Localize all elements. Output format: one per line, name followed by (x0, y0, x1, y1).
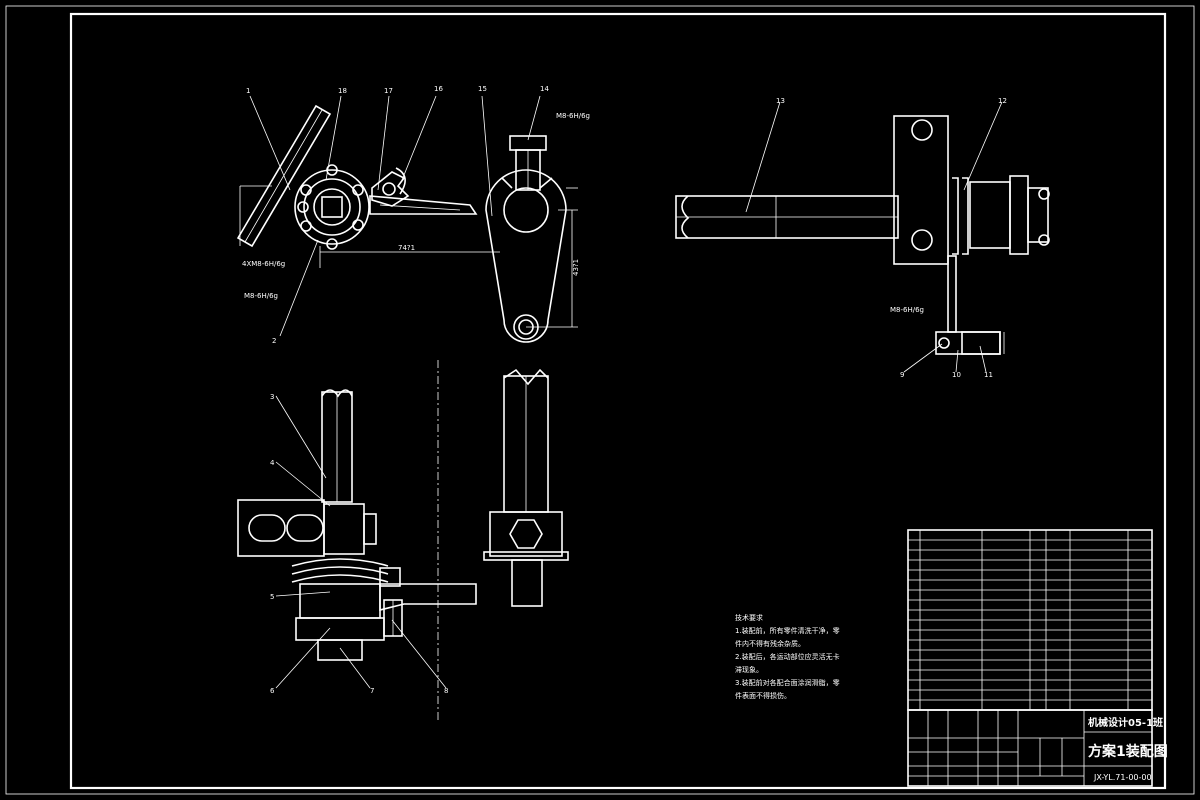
callout-11: 11 (984, 371, 993, 379)
note-1: 1.装配前，所有零件清洗干净，零件内不得有残余杂质。 (735, 627, 840, 648)
title-drawing-no: JX-YL.71-00-00 (1093, 773, 1152, 782)
note-2: 2.装配后，各运动部位应灵活无卡滞现象。 (735, 653, 840, 674)
clamp-block (893, 115, 949, 265)
view-bottom-left (237, 389, 477, 661)
view-crank (485, 135, 578, 343)
leader-lines (249, 95, 1003, 689)
callout-14: 14 (540, 85, 549, 93)
title-drawing-name: 方案1装配图 (1088, 743, 1168, 760)
callout-10: 10 (952, 371, 961, 379)
torsion-spring (291, 558, 389, 583)
crank-arm (485, 169, 567, 343)
bolt-head (509, 135, 547, 151)
callout-17: 17 (384, 87, 393, 95)
callout-3: 3 (270, 393, 274, 401)
title-block: 机械设计05-1班 方案1装配图 JX-YL.71-00-00 (907, 709, 1168, 787)
callout-18: 18 (338, 87, 347, 95)
dim-4xm8: 4XM8-6H/6g (242, 260, 285, 268)
view-right (675, 115, 1050, 355)
dim-m8-top: M8-6H/6g (556, 112, 590, 120)
drum (299, 583, 381, 619)
dim-m8-right: M8-6H/6g (890, 306, 924, 314)
title-course: 机械设计05-1班 (1088, 716, 1163, 729)
hex-nut (509, 519, 543, 549)
callout-16: 16 (434, 85, 443, 93)
tilted-plate (236, 104, 332, 248)
hub (294, 169, 370, 245)
view-hex-shaft (483, 368, 569, 607)
dim-43: 43?1 (572, 259, 580, 276)
callout-2: 2 (272, 337, 276, 345)
callout-1: 1 (246, 87, 250, 95)
bearing-housing (969, 181, 1011, 249)
dim-m8-left: M8-6H/6g (244, 292, 278, 300)
callout-13: 13 (776, 97, 785, 105)
callout-15: 15 (478, 85, 487, 93)
technical-notes: 技术要求 1.装配前，所有零件清洗干净，零件内不得有残余杂质。 2.装配后，各运… (735, 612, 845, 703)
lever-arm (369, 195, 478, 215)
pin-block (935, 331, 1001, 355)
callout-12: 12 (998, 97, 1007, 105)
note-3: 3.装配前对各配合面涂润滑脂，零件表面不得损伤。 (735, 679, 840, 700)
dim-74: 74?1 (398, 244, 415, 252)
callout-5: 5 (270, 593, 274, 601)
callout-8: 8 (444, 687, 448, 695)
drawing-frame (69, 12, 1167, 790)
callout-7: 7 (370, 687, 374, 695)
view-top-left (236, 104, 500, 268)
callout-6: 6 (270, 687, 275, 695)
bracket (237, 499, 325, 557)
pawl (371, 171, 410, 207)
callout-4: 4 (270, 459, 275, 467)
notes-title: 技术要求 (735, 614, 763, 622)
sheet-border (5, 5, 1195, 795)
callout-9: 9 (900, 371, 904, 379)
parts-list (907, 529, 1153, 711)
